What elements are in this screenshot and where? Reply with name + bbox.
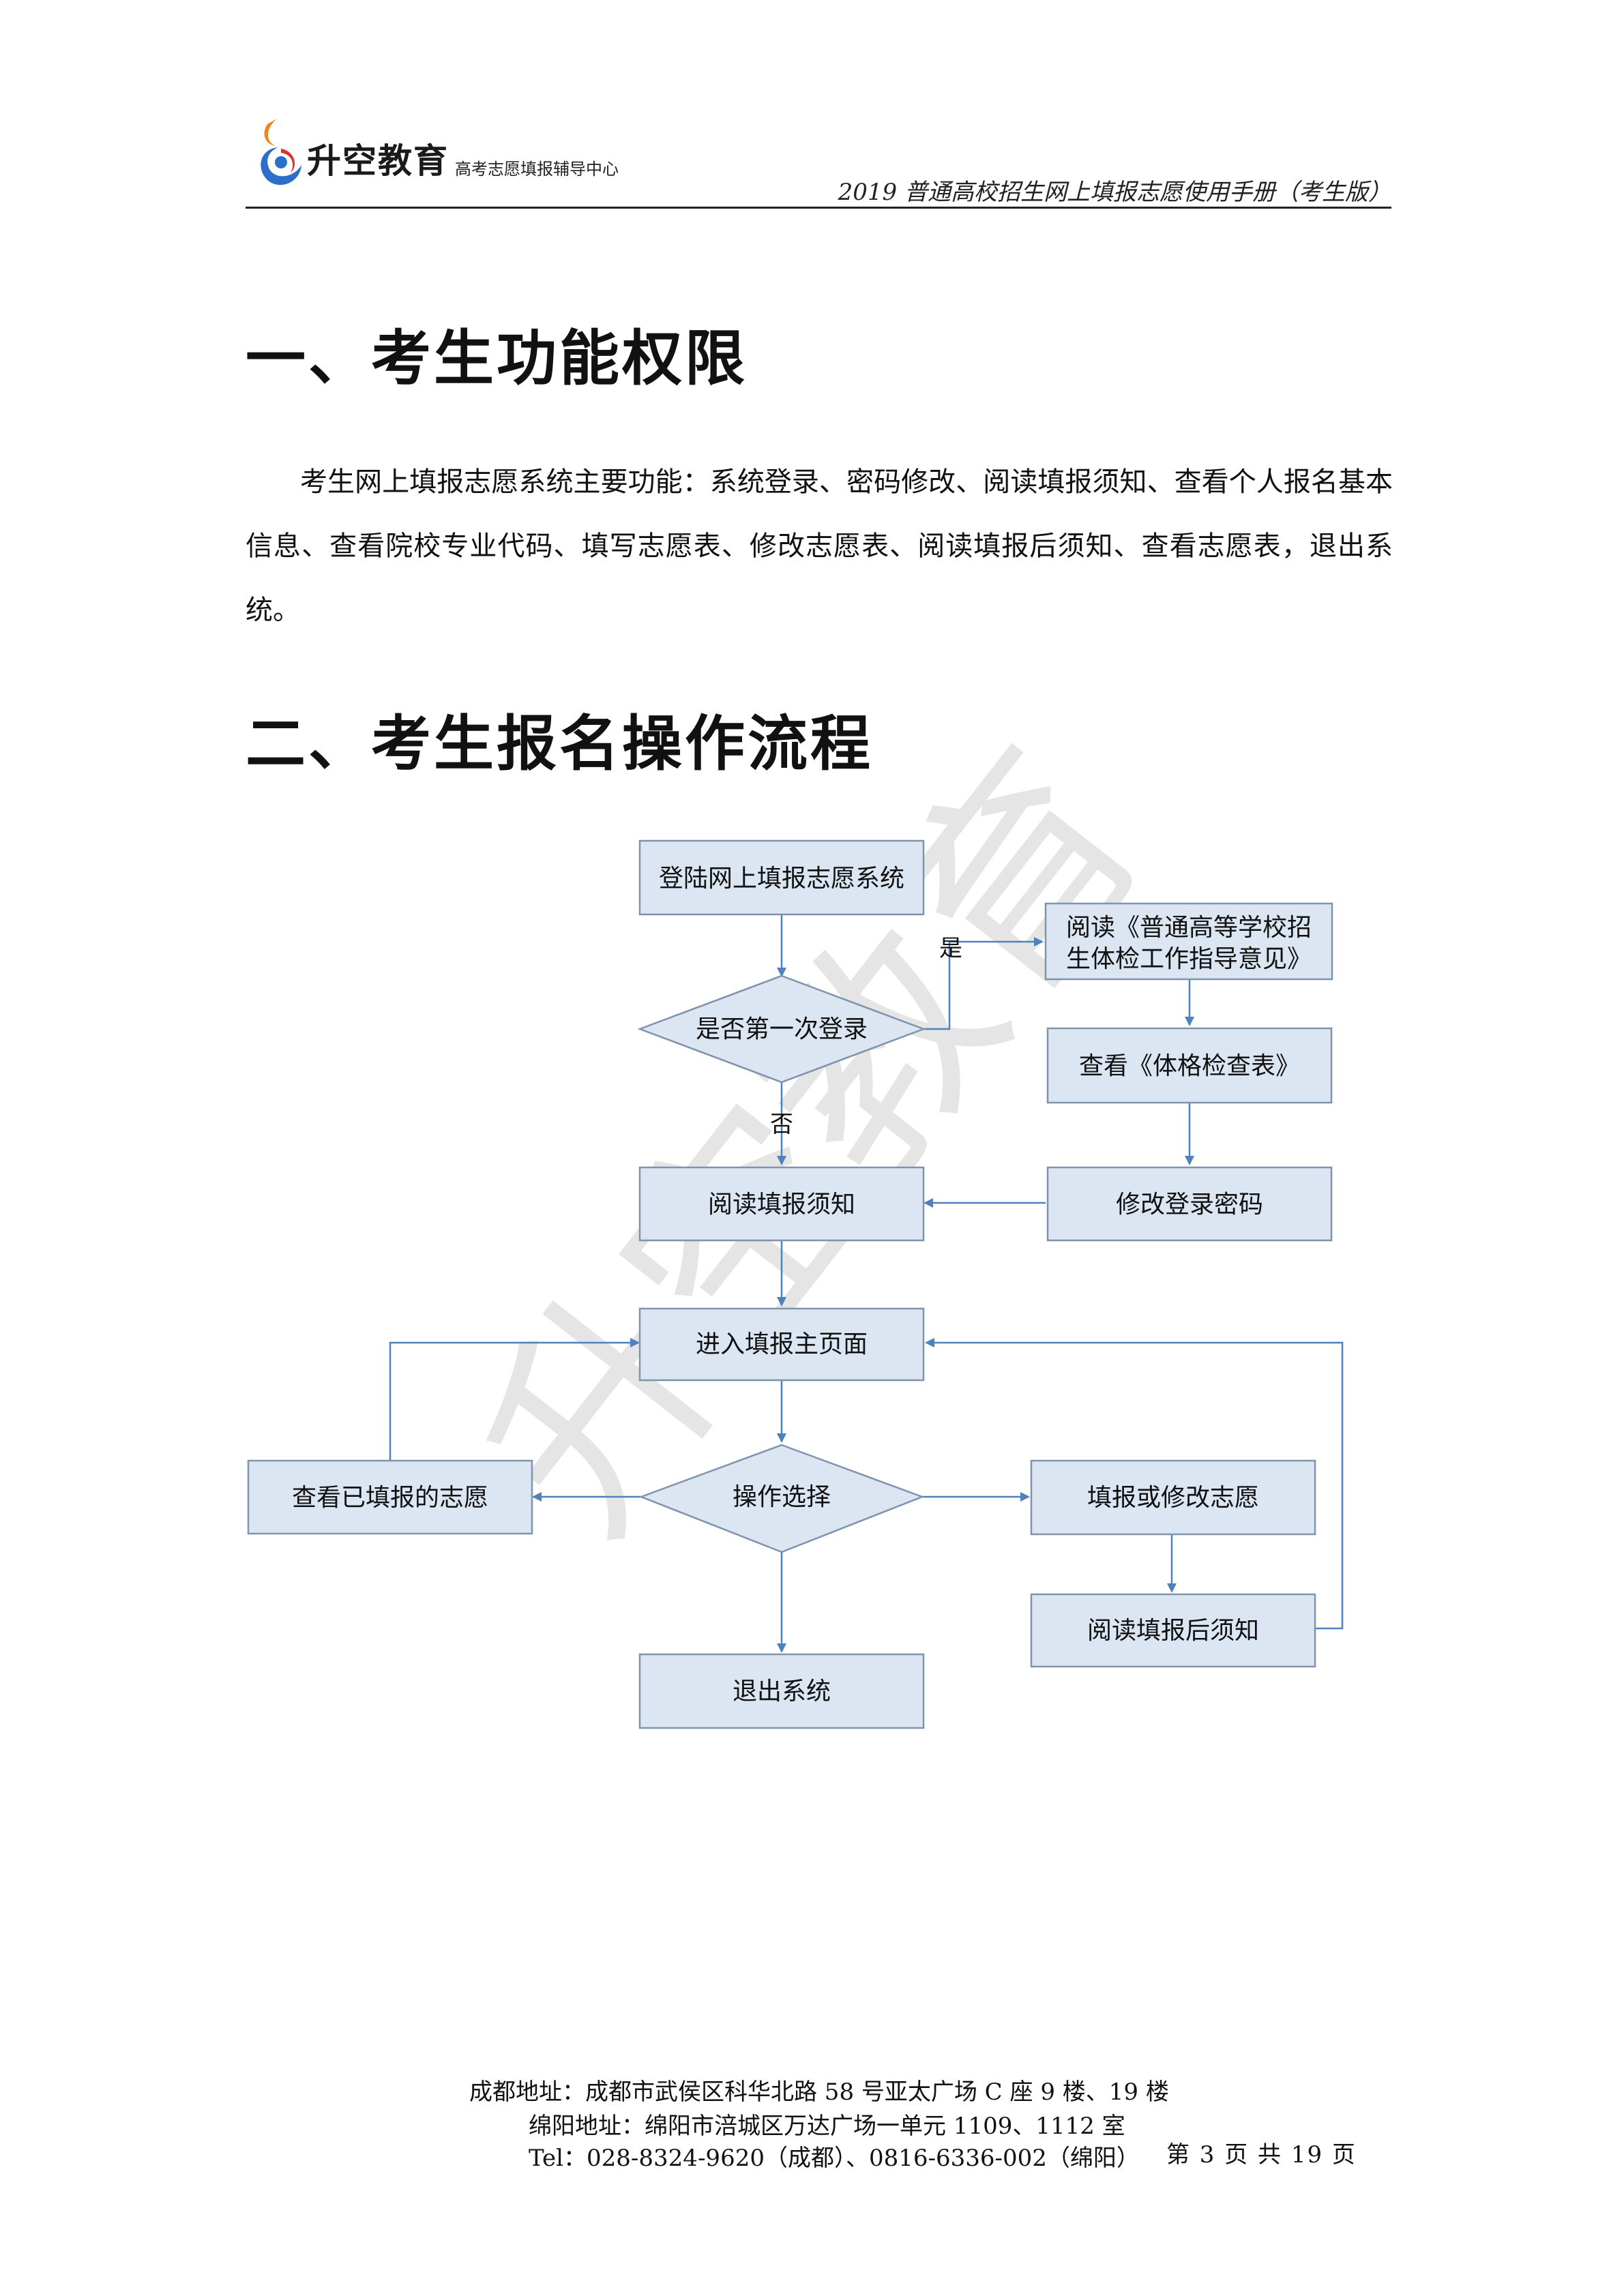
section-heading-process: 二、考生报名操作流程: [246, 709, 874, 779]
logo-swirl-icon: [261, 119, 301, 185]
svg-text:阅读填报须知: 阅读填报须知: [708, 1191, 855, 1219]
page-number: 第 3 页 共 19 页: [1166, 2141, 1357, 2168]
svg-text:修改登录密码: 修改登录密码: [1116, 1191, 1263, 1219]
svg-text:操作选择: 操作选择: [733, 1483, 831, 1511]
footer-mianyang-address: 绵阳地址：绵阳市涪城区万达广场一单元 1109、1112 室: [529, 2113, 1125, 2140]
node-read-notice: 阅读填报须知: [638, 1166, 925, 1242]
node-logout: 退出系统: [638, 1653, 925, 1729]
svg-text:阅读《普通高等学校招: 阅读《普通高等学校招: [1066, 914, 1312, 942]
node-main-page: 进入填报主页面: [638, 1307, 925, 1382]
footer-chengdu-address: 成都地址：成都市武侯区科华北路 58 号亚太广场 C 座 9 楼、19 楼: [469, 2078, 1169, 2106]
header-rule: [246, 207, 1391, 209]
node-read-guide: 阅读《普通高等学校招 生体检工作指导意见》: [1044, 902, 1333, 981]
node-fill-or-modify: 填报或修改志愿: [1030, 1459, 1316, 1536]
svg-text:阅读填报后须知: 阅读填报后须知: [1087, 1617, 1259, 1645]
section-paragraph-permissions: 考生网上填报志愿系统主要功能：系统登录、密码修改、阅读填报须知、查看个人报名基本…: [246, 466, 1393, 626]
document-title: 2019 普通高校招生网上填报志愿使用手册（考生版）: [838, 179, 1391, 206]
node-operation-decision: 操作选择: [638, 1444, 925, 1553]
logo: [251, 115, 306, 190]
svg-text:进入填报主页面: 进入填报主页面: [696, 1330, 868, 1358]
svg-text:查看已填报的志愿: 查看已填报的志愿: [292, 1484, 488, 1512]
svg-text:退出系统: 退出系统: [733, 1678, 831, 1705]
footer-tel: Tel：028-8324-9620（成都）、0816-6336-002（绵阳）: [529, 2145, 1140, 2172]
label-no: 否: [770, 1111, 793, 1138]
node-view-exam-form: 查看《体格检查表》: [1046, 1027, 1333, 1104]
node-login: 登陆网上填报志愿系统: [638, 839, 925, 916]
section-heading-permissions: 一、考生功能权限: [246, 323, 748, 393]
node-read-after-notice: 阅读填报后须知: [1030, 1593, 1316, 1668]
arrow-viewfilled-to-main: [389, 1338, 640, 1461]
node-view-filled: 查看已填报的志愿: [247, 1459, 533, 1535]
arrow-yes-to-guide: [924, 937, 1044, 1030]
svg-text:是否第一次登录: 是否第一次登录: [696, 1015, 868, 1043]
label-yes: 是: [939, 935, 962, 962]
svg-text:填报或修改志愿: 填报或修改志愿: [1087, 1484, 1259, 1512]
node-first-login-decision: 是否第一次登录: [637, 974, 926, 1084]
logo-subtitle: 高考志愿填报辅导中心: [455, 160, 619, 179]
svg-text:生体检工作指导意见》: 生体检工作指导意见》: [1066, 945, 1312, 973]
logo-name: 升空教育: [307, 141, 449, 181]
svg-text:登陆网上填报志愿系统: 登陆网上填报志愿系统: [659, 865, 904, 893]
connectors: [389, 914, 1344, 1653]
svg-text:查看《体格检查表》: 查看《体格检查表》: [1079, 1052, 1300, 1080]
arrow-afternotice-to-main: [925, 1338, 1344, 1630]
node-change-password: 修改登录密码: [1046, 1166, 1333, 1242]
